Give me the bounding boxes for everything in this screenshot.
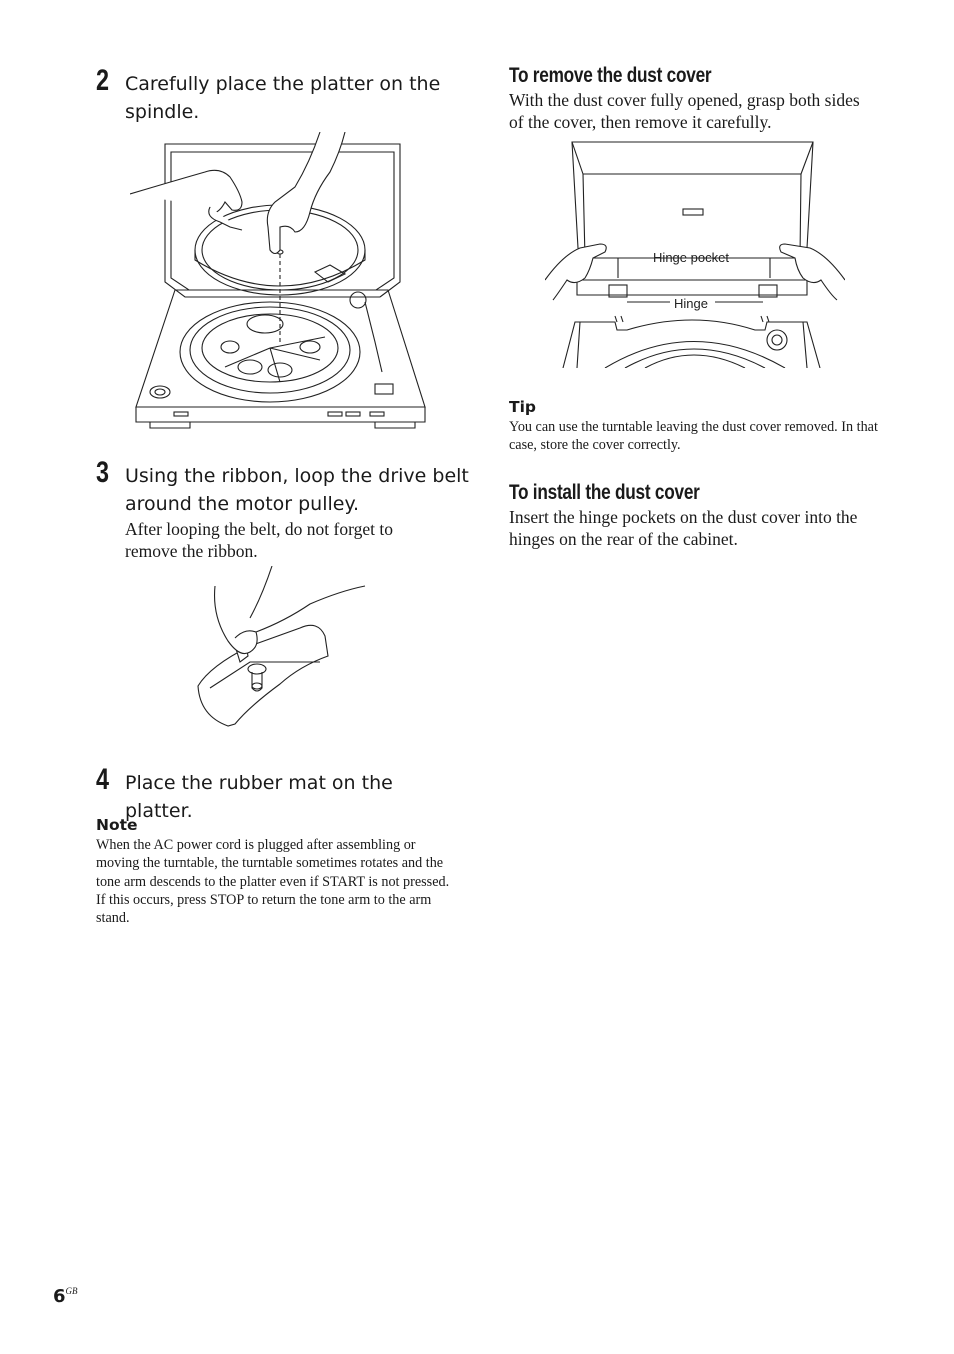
remove-cover-heading: To remove the dust cover (509, 64, 712, 87)
step-3-text: Using the ribbon, loop the drive belt ar… (125, 465, 469, 515)
note-title: Note (96, 816, 138, 834)
note-body: When the AC power cord is plugged after … (96, 836, 458, 927)
tip-title: Tip (509, 398, 536, 416)
install-cover-text: Insert the hinge pockets on the dust cov… (509, 507, 858, 549)
step-4-number: 4 (96, 763, 110, 796)
drive-belt-illustration (197, 566, 366, 727)
tip-text: You can use the turntable leaving the du… (509, 419, 878, 454)
install-cover-heading: To install the dust cover (509, 481, 700, 504)
page-number-suffix: GB (65, 1286, 78, 1296)
step-3-number: 3 (96, 456, 110, 489)
note-line: When the AC power cord is plugged after … (96, 837, 450, 890)
step-2-number: 2 (96, 64, 110, 97)
step-4-text: Place the rubber mat on the platter. (125, 772, 393, 822)
step-3-subtext: After looping the belt, do not forget to… (125, 519, 393, 561)
hinge-pocket-label: Hinge pocket (653, 250, 729, 265)
note-line: If this occurs, press STOP to return the… (96, 891, 432, 927)
turntable-platter-illustration (130, 132, 426, 429)
page-number-value: 6 (53, 1286, 66, 1307)
hinge-label: Hinge (674, 296, 708, 311)
remove-cover-text: With the dust cover fully opened, grasp … (509, 90, 860, 132)
dust-cover-removal-illustration: Hinge pocket Hinge (545, 141, 845, 368)
page-number: 6GB (53, 1286, 78, 1307)
step-2-text: Carefully place the platter on the spind… (125, 73, 441, 123)
